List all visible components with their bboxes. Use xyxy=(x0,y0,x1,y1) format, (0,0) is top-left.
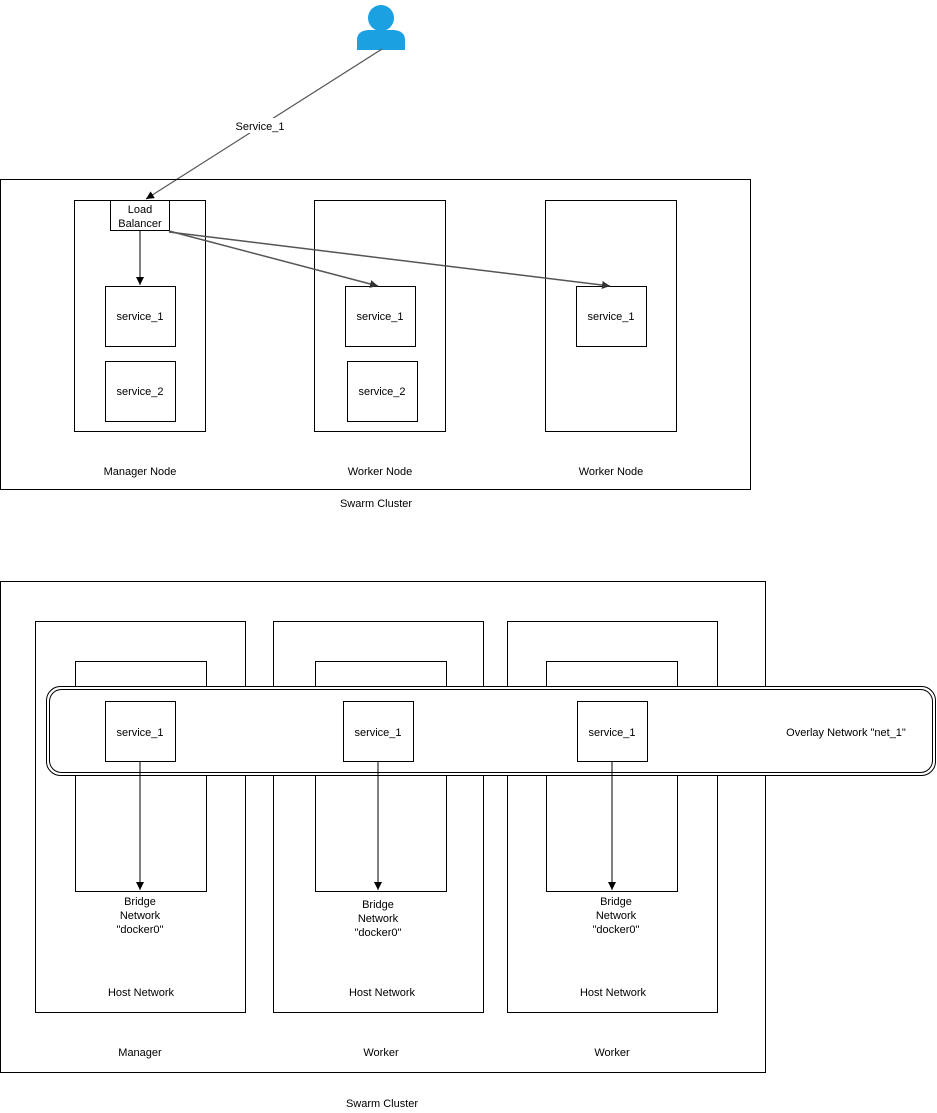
worker1-service-2 xyxy=(347,361,418,422)
worker-node-2-label: Worker Node xyxy=(579,466,644,478)
manager-service-1-label: service_1 xyxy=(116,311,163,323)
swarm-cluster-2-label: Swarm Cluster xyxy=(346,1098,418,1110)
load-balancer-label-line2: Balancer xyxy=(118,218,162,230)
worker2-service-1-label: service_1 xyxy=(587,311,634,323)
host-3-bridge-label-line2: Network xyxy=(596,910,637,922)
host-1-bridge-label-line3: "docker0" xyxy=(117,924,164,936)
host-2 xyxy=(273,621,484,1013)
manager-service-2 xyxy=(105,361,176,422)
host-2-service-label: service_1 xyxy=(354,727,401,739)
user-icon xyxy=(357,5,405,50)
host-1 xyxy=(35,621,246,1013)
host-1-name: Manager xyxy=(118,1047,162,1059)
host-1-bridge-label-line2: Network xyxy=(120,910,161,922)
worker-node-2 xyxy=(545,200,677,432)
host-1-service-label: service_1 xyxy=(116,727,163,739)
host-3-service xyxy=(577,701,648,762)
host-3-name: Worker xyxy=(594,1047,630,1059)
manager-service-2-label: service_2 xyxy=(116,386,163,398)
manager-service-1 xyxy=(105,286,176,347)
worker2-service-1 xyxy=(576,286,647,347)
load-balancer-label-line1: Load xyxy=(128,204,152,216)
worker-node-1-label: Worker Node xyxy=(348,466,413,478)
host-3-network-label: Host Network xyxy=(580,987,647,999)
overlay-network-label: Overlay Network "net_1" xyxy=(786,727,906,739)
host-3-bridge-container xyxy=(546,661,678,892)
swarm-cluster-2 xyxy=(0,581,766,1073)
swarm-cluster-1 xyxy=(0,179,751,490)
worker1-service-1-label: service_1 xyxy=(356,311,403,323)
host-3-service-label: service_1 xyxy=(588,727,635,739)
host-2-bridge-label-line2: Network xyxy=(358,913,399,925)
host-2-bridge-label-line3: "docker0" xyxy=(355,927,402,939)
host-2-bridge-label-line1: Bridge xyxy=(362,899,394,911)
host-1-service xyxy=(105,701,176,762)
host-1-bridge-container xyxy=(75,661,207,892)
manager-node-label: Manager Node xyxy=(104,466,177,478)
edge-label-service-1: Service_1 xyxy=(236,121,285,133)
host-1-bridge-label-line1: Bridge xyxy=(124,896,156,908)
swarm-cluster-1-label: Swarm Cluster xyxy=(340,498,412,510)
diagram-load-balancing: Service_1 Load Balancer service_1 servic… xyxy=(0,5,751,510)
host-2-bridge-container xyxy=(315,661,447,892)
lb-to-worker1-service-edge xyxy=(168,230,379,288)
host-3 xyxy=(507,621,718,1013)
worker1-service-2-label: service_2 xyxy=(358,386,405,398)
lb-to-worker2-service-edge xyxy=(168,231,611,289)
host-1-network-label: Host Network xyxy=(108,987,175,999)
host-2-network-label: Host Network xyxy=(349,987,416,999)
worker-node-1 xyxy=(314,200,446,432)
host-2-service xyxy=(343,701,414,762)
host-3-bridge-label-line3: "docker0" xyxy=(593,924,640,936)
diagram-overlay-network: Overlay Network "net_1" service_1 servic… xyxy=(0,581,936,1110)
host-3-bridge-label-line1: Bridge xyxy=(600,896,632,908)
worker1-service-1 xyxy=(345,286,416,347)
overlay-network xyxy=(46,686,936,776)
host-2-name: Worker xyxy=(363,1047,399,1059)
